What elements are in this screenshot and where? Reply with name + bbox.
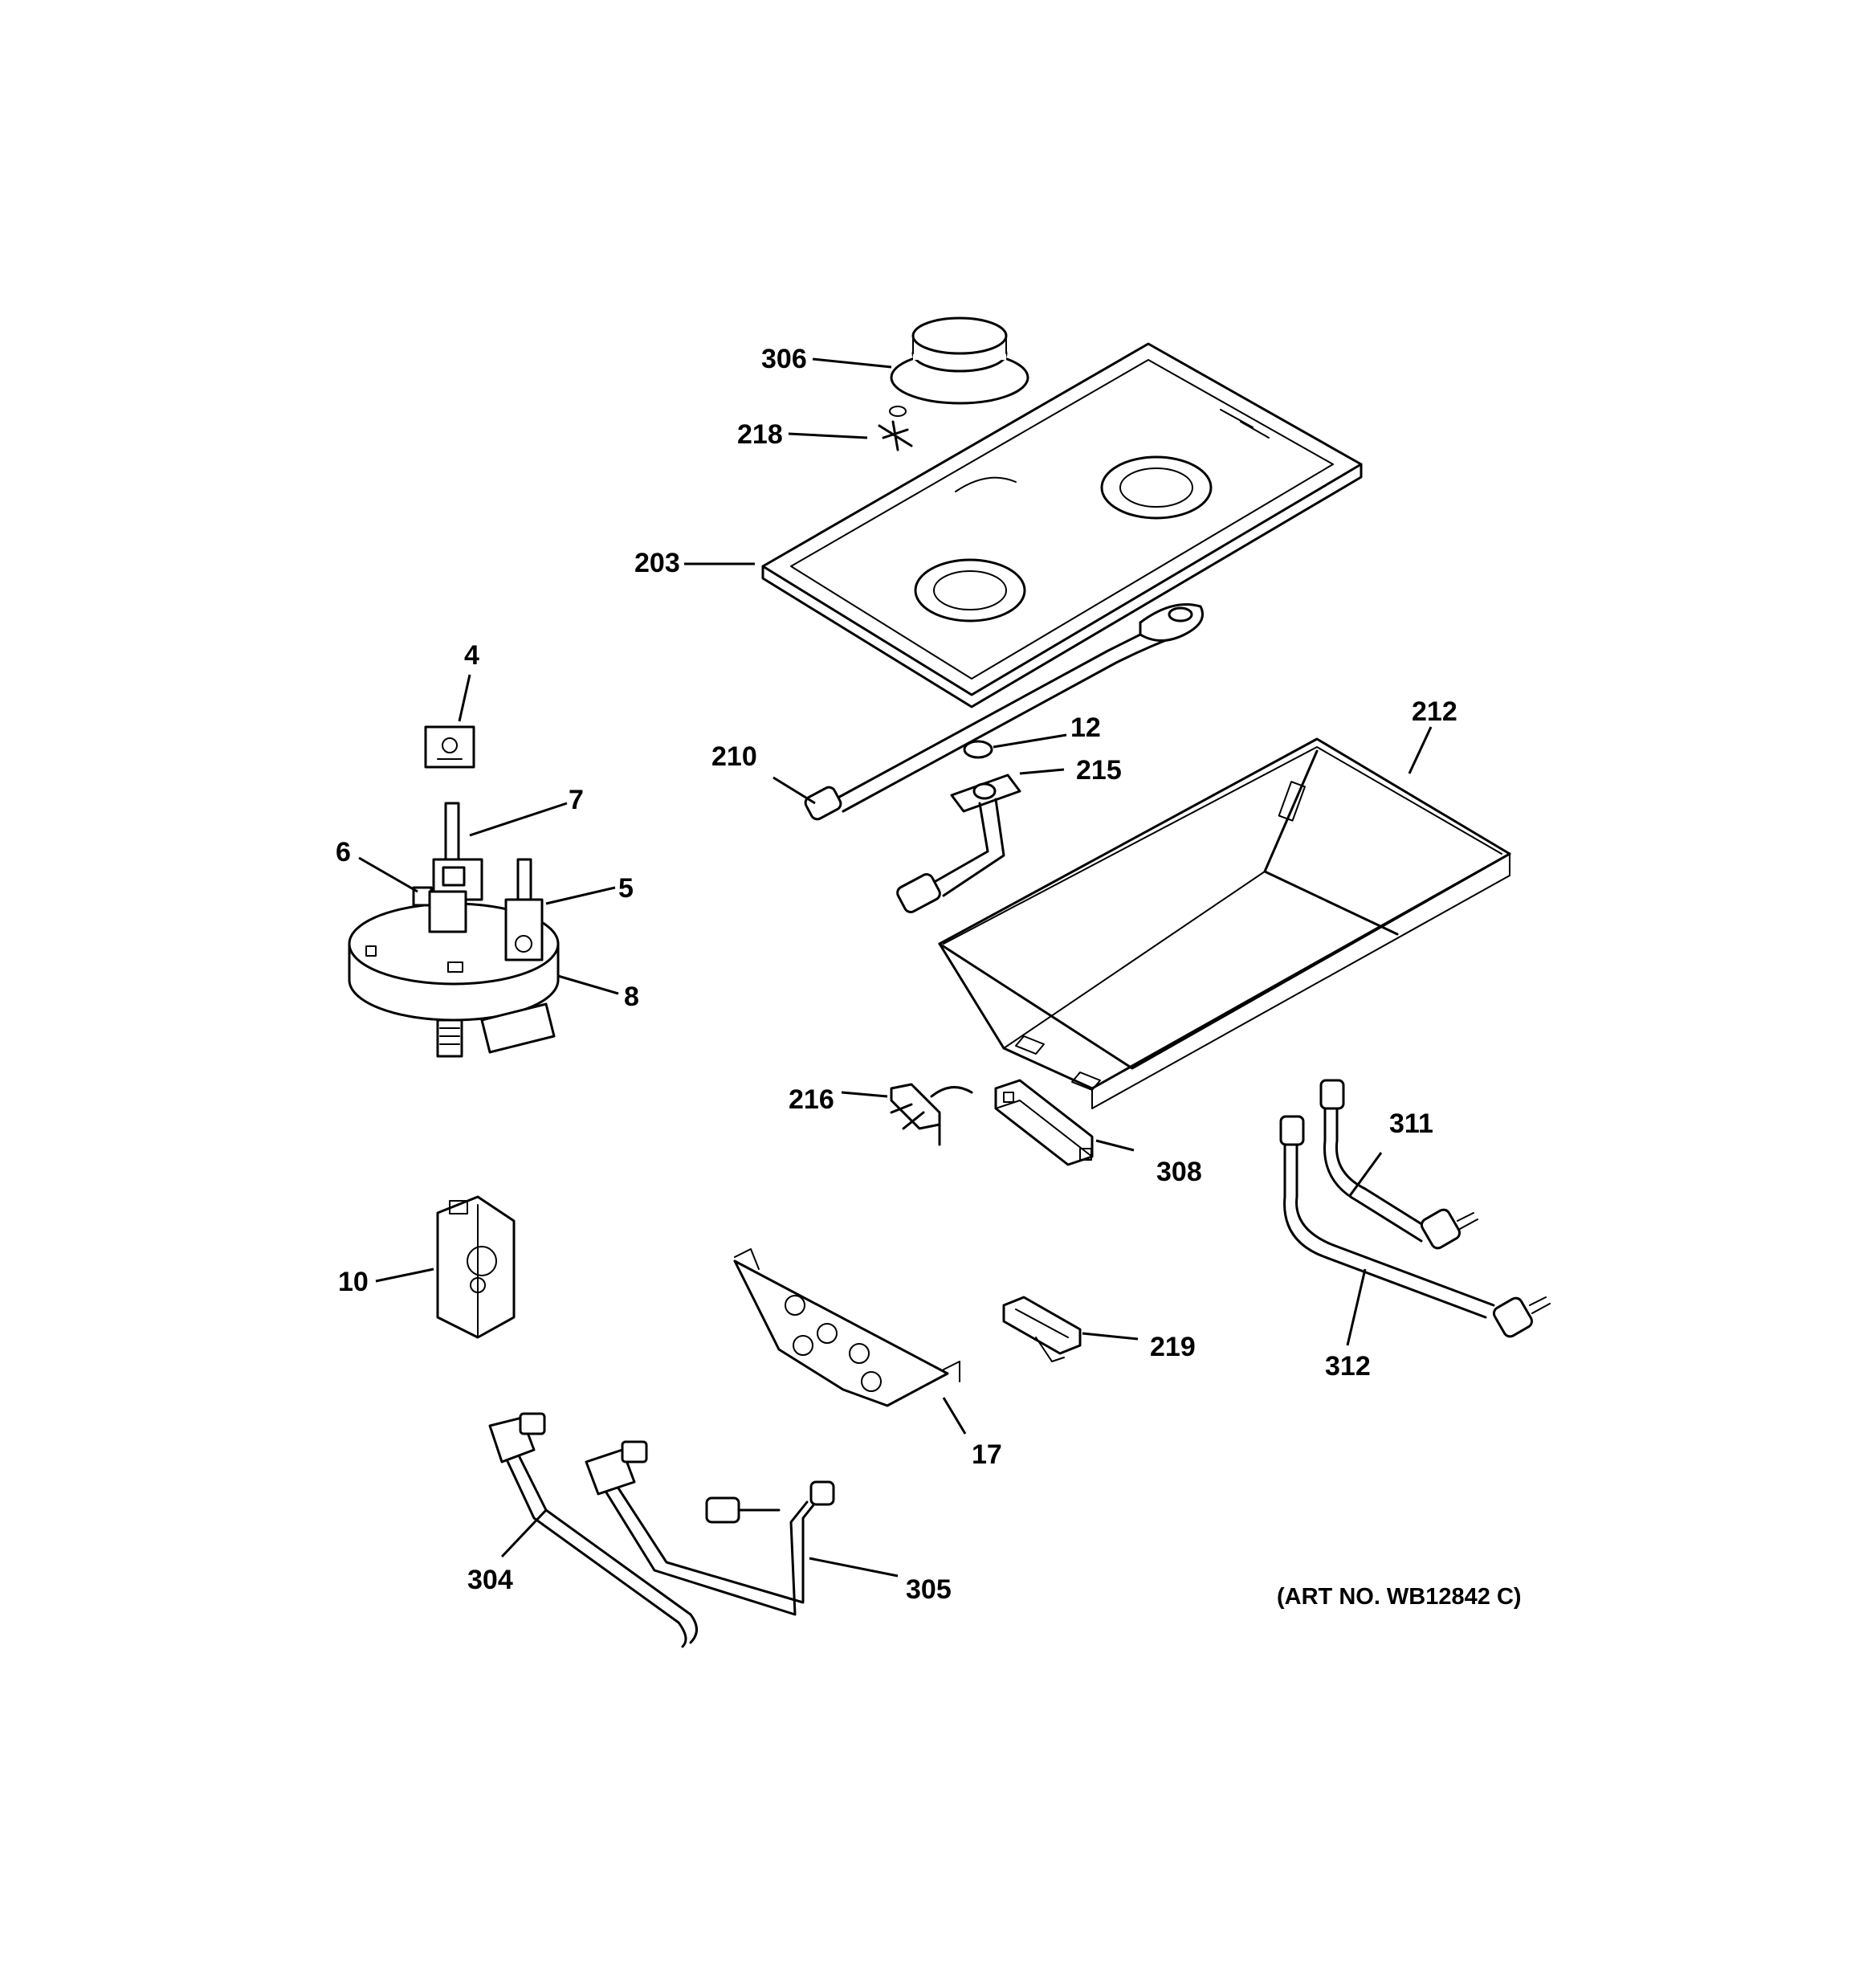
callout-12: 12 (1070, 712, 1101, 743)
callout-305: 305 (906, 1574, 952, 1605)
tube-304 (488, 1412, 698, 1648)
bracket-4 (424, 725, 475, 769)
bracket-308 (994, 1079, 1094, 1166)
callout-218: 218 (737, 419, 783, 450)
art-number: (ART NO. WB12842 C) (1277, 1584, 1522, 1610)
callout-308: 308 (1156, 1157, 1202, 1187)
valve-stem-5 (504, 858, 544, 961)
callout-10: 10 (338, 1267, 369, 1297)
callout-219: 219 (1150, 1332, 1196, 1362)
callout-306: 306 (761, 344, 807, 374)
clip-219 (1002, 1296, 1082, 1362)
callout-312: 312 (1325, 1351, 1371, 1382)
tube-312 (1279, 1115, 1551, 1338)
callout-7: 7 (569, 785, 584, 815)
callout-17: 17 (972, 1439, 1002, 1470)
callout-4: 4 (464, 640, 479, 671)
burner-clip-218 (878, 406, 913, 451)
callout-215: 215 (1076, 755, 1122, 786)
valve-part-6 (412, 886, 467, 933)
tube-311 (1319, 1079, 1478, 1250)
leader-lines (358, 357, 1433, 1578)
callout-5: 5 (618, 873, 634, 904)
burner-box-212 (938, 737, 1511, 1109)
cooktop-203 (761, 342, 1363, 708)
gas-tube-210 (804, 603, 1204, 821)
callout-210: 210 (711, 741, 757, 772)
valve-stem-7 (432, 802, 483, 901)
callout-216: 216 (789, 1084, 834, 1115)
callout-6: 6 (336, 837, 351, 867)
burner-tube-215 (896, 774, 1021, 913)
callout-212: 212 (1412, 696, 1457, 727)
callout-311: 311 (1389, 1108, 1433, 1139)
gasket-12 (963, 740, 993, 759)
switch-10 (436, 1195, 516, 1339)
tube-305 (585, 1440, 835, 1616)
electrode-216 (890, 1083, 973, 1146)
callout-304: 304 (467, 1565, 513, 1595)
callout-8: 8 (624, 982, 639, 1012)
bracket-17 (733, 1248, 960, 1407)
callout-203: 203 (634, 548, 680, 578)
burner-cap-306 (890, 316, 1029, 405)
